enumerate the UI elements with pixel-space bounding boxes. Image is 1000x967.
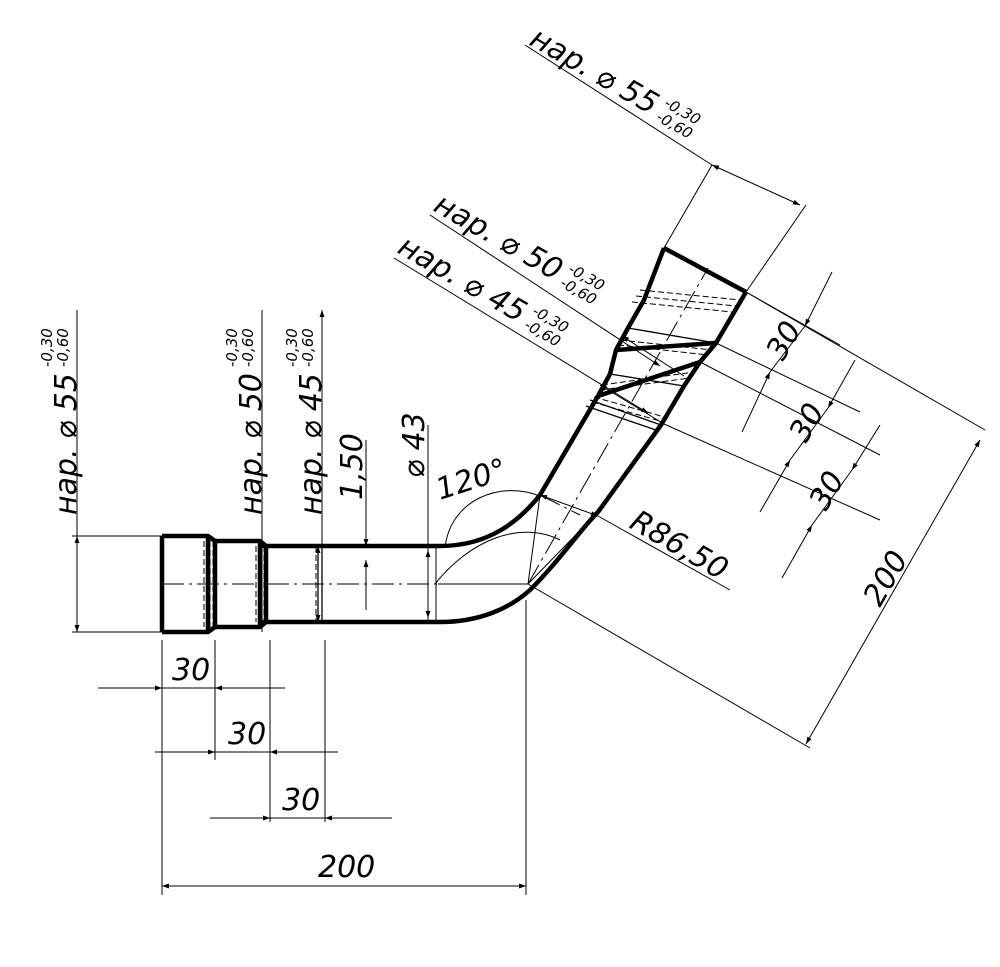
straight-len1-label: 30	[172, 653, 210, 688]
angled-len3-label: 30	[803, 465, 852, 516]
straight-len3-label: 30	[282, 783, 320, 818]
svg-text:нар. ⌀ 55: нар. ⌀ 55	[49, 373, 84, 515]
angled-dimensions	[393, 44, 986, 749]
straight-len2-label: 30	[228, 717, 266, 752]
bend-radius-label: R86,50	[624, 504, 734, 588]
straight-total-label: 200	[318, 850, 375, 885]
bend-angle-label: 120°	[432, 452, 512, 508]
angled-dia55-label: нар. ⌀ 55 -0,30 -0,60	[524, 21, 704, 143]
pipe-end-right	[662, 246, 748, 294]
svg-text:-0,60: -0,60	[299, 328, 317, 367]
inner-dia-label: ⌀ 43	[397, 412, 432, 478]
svg-text:нар. ⌀ 55: нар. ⌀ 55	[524, 21, 664, 122]
svg-text:-0,30: -0,30	[223, 328, 241, 367]
straight-dia45-label: нар. ⌀ 45 -0,30 -0,60	[283, 328, 329, 515]
svg-text:-0,30: -0,30	[38, 328, 56, 367]
hidden-lines	[203, 289, 741, 627]
bend-angle-arc	[444, 490, 541, 549]
pipe-outline-top	[162, 247, 667, 549]
axis-lines	[162, 267, 709, 585]
svg-text:-0,60: -0,60	[54, 328, 72, 367]
straight-dia50-label: нар. ⌀ 50 -0,30 -0,60	[223, 328, 269, 515]
straight-dimensions	[72, 310, 527, 895]
svg-text:-0,60: -0,60	[239, 328, 257, 367]
straight-dia55-label: нар. ⌀ 55 -0,30 -0,60	[38, 328, 84, 515]
angled-len2-label: 30	[783, 397, 832, 448]
wall-thickness-label: 1,50	[335, 433, 370, 500]
svg-text:-0,30: -0,30	[283, 328, 301, 367]
angled-total-label: 200	[857, 545, 916, 612]
svg-text:нар. ⌀ 50: нар. ⌀ 50	[234, 373, 269, 515]
svg-text:нар. ⌀ 45: нар. ⌀ 45	[294, 373, 329, 515]
